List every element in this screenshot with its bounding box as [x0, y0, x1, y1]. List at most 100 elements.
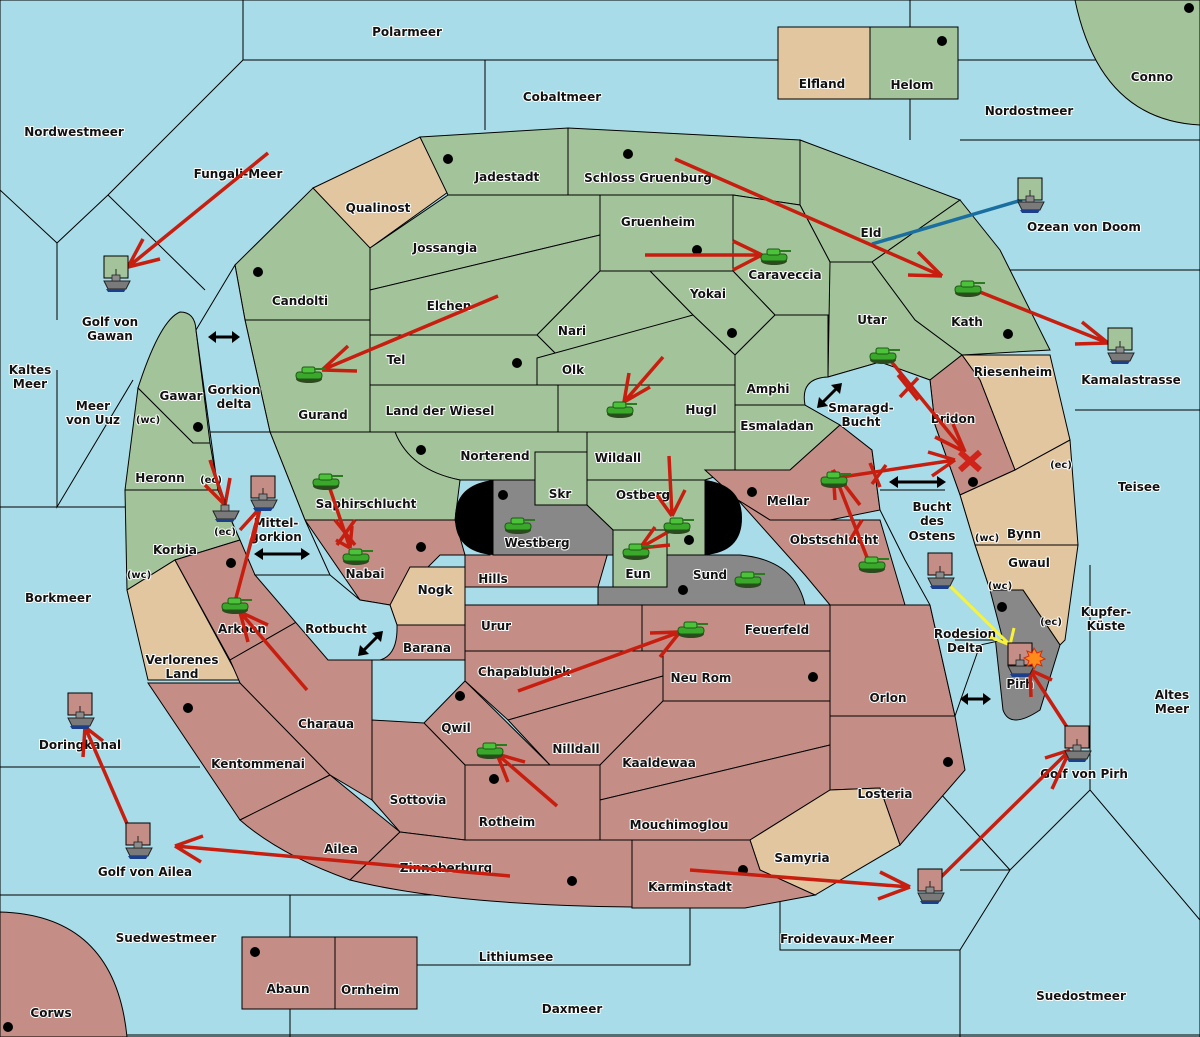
move-order-arrow	[517, 630, 682, 693]
fleet-icon[interactable]	[125, 822, 153, 860]
label-golf-von-gawan-1: Golf von	[82, 315, 138, 329]
label-heronn: Heronn	[135, 471, 184, 485]
label-altes-meer-2: Meer	[1155, 702, 1189, 716]
label-kaaldewaa: Kaaldewaa	[622, 756, 696, 770]
supply-center-icon	[416, 542, 426, 552]
label-neu-rom: Neu Rom	[671, 671, 732, 685]
move-order-arrow	[320, 294, 499, 373]
label-conno: Conno	[1131, 70, 1173, 84]
province-corws[interactable]	[0, 911, 128, 1037]
label-gorkion-delta-2: delta	[217, 397, 252, 411]
label-westberg: Westberg	[504, 536, 569, 550]
supply-center-icon	[416, 445, 426, 455]
fleet-icon[interactable]	[103, 255, 131, 293]
supply-center-icon	[1184, 3, 1194, 13]
label-yokai: Yokai	[689, 287, 726, 301]
label-nabai: Nabai	[346, 567, 385, 581]
fleet-icon[interactable]	[1064, 725, 1092, 763]
label-teisee: Teisee	[1118, 480, 1160, 494]
label-hugl: Hugl	[685, 403, 716, 417]
label-lithiumsee: Lithiumsee	[479, 950, 554, 964]
label-elfland: Elfland	[799, 77, 845, 91]
supply-center-icon	[498, 490, 508, 500]
impassable-west-cap	[455, 480, 493, 555]
coast-tag-gawar-wc: (wc)	[136, 415, 160, 426]
fleet-icon[interactable]	[917, 868, 945, 905]
label-riesenheim: Riesenheim	[974, 365, 1053, 379]
label-meer-von-uuz-2: von Uuz	[66, 413, 120, 427]
coast-tag-gwaul-wc: (wc)	[988, 581, 1012, 592]
move-order-arrow	[689, 868, 911, 901]
label-gruenheim: Gruenheim	[621, 215, 695, 229]
move-order-arrow	[174, 834, 511, 878]
label-gorkion-delta-1: Gorkion	[208, 383, 261, 397]
fleet-icon[interactable]	[1107, 327, 1135, 365]
supply-center-icon	[253, 267, 263, 277]
label-losteria: Losteria	[857, 787, 912, 801]
label-mellar: Mellar	[767, 494, 809, 508]
label-kupfer-kueste-1: Kupfer-	[1081, 605, 1131, 619]
sea-rotbucht[interactable]	[253, 574, 398, 661]
supply-center-icon	[3, 1022, 13, 1032]
province-conno[interactable]	[1074, 0, 1200, 126]
double-arrow-icon	[960, 693, 991, 705]
label-rodesion-delta-2: Delta	[947, 641, 983, 655]
province-obstschlucht[interactable]	[737, 499, 906, 606]
label-feuerfeld: Feuerfeld	[745, 623, 810, 637]
label-orlon: Orlon	[869, 691, 906, 705]
sea-smaragd-bucht[interactable]	[803, 361, 1004, 718]
move-order-arrow	[834, 450, 956, 480]
label-fungali-meer: Fungali-Meer	[194, 167, 283, 181]
fleet-icon[interactable]	[927, 552, 955, 590]
label-helom: Helom	[890, 78, 933, 92]
failed-order-cross-icon	[896, 373, 920, 402]
province-saphirschlucht[interactable]	[269, 431, 461, 521]
province-ornheim[interactable]	[334, 936, 418, 1010]
label-gwaul: Gwaul	[1008, 556, 1050, 570]
support-order-line	[871, 198, 1023, 246]
double-arrow-icon	[208, 331, 240, 343]
label-rotheim: Rotheim	[479, 815, 536, 829]
fleet-icon[interactable]	[67, 692, 95, 730]
label-samyria: Samyria	[774, 851, 829, 865]
supply-center-icon	[684, 535, 694, 545]
supply-center-icon	[489, 774, 499, 784]
label-eun: Eun	[625, 567, 650, 581]
label-abaun: Abaun	[266, 982, 309, 996]
double-arrow-icon	[817, 383, 842, 408]
move-order-arrow	[979, 290, 1110, 346]
supply-center-icon	[937, 36, 947, 46]
province-sund[interactable]	[597, 554, 806, 606]
label-hills: Hills	[478, 572, 508, 586]
label-sund: Sund	[693, 568, 727, 582]
label-kupfer-kueste-2: Küste	[1087, 619, 1126, 633]
label-utar: Utar	[857, 313, 887, 327]
coast-tag-korbia-wc: (wc)	[127, 570, 151, 581]
label-mouchimoglou: Mouchimoglou	[630, 818, 729, 832]
move-order-arrow	[203, 459, 232, 507]
label-esmaladan: Esmaladan	[740, 419, 813, 433]
label-eld: Eld	[861, 226, 882, 240]
label-polarmeer: Polarmeer	[372, 25, 442, 39]
province-gruenheim[interactable]	[599, 194, 734, 272]
label-kaltes-meer-2: Meer	[13, 377, 47, 391]
coast-tag-korbia-ec: (ec)	[214, 527, 236, 538]
label-ostberg: Ostberg	[616, 488, 670, 502]
fleet-icon[interactable]	[250, 475, 278, 512]
province-elfland[interactable]	[777, 26, 871, 100]
province-westberg[interactable]	[492, 479, 614, 556]
label-kamalastrasse: Kamalastrasse	[1081, 373, 1181, 387]
impassable-east-cap	[705, 480, 742, 555]
label-rodesion-delta-1: Rodesion	[934, 627, 996, 641]
fleet-icon[interactable]	[1017, 177, 1045, 214]
supply-center-icon	[678, 585, 688, 595]
move-order-arrow	[645, 239, 763, 272]
supply-center-icon	[512, 358, 522, 368]
label-verlorenes-land-2: Land	[166, 667, 199, 681]
label-sottovia: Sottovia	[390, 793, 447, 807]
label-rotbucht: Rotbucht	[305, 622, 367, 636]
sea-gorkion-delta[interactable]	[195, 263, 271, 433]
label-saphirschlucht: Saphirschlucht	[316, 497, 417, 511]
sea-labels: Polarmeer Cobaltmeer Nordwestmeer Nordos…	[8, 24, 1190, 1017]
